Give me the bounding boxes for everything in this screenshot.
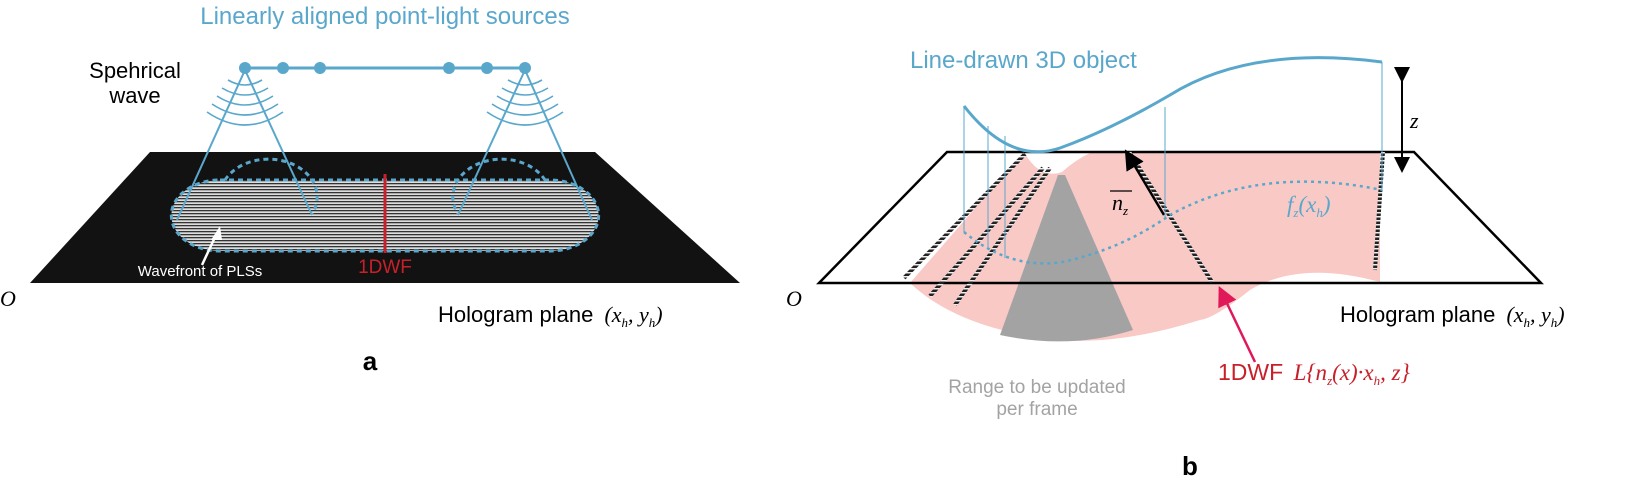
object-title: Line-drawn 3D object: [910, 47, 1137, 74]
onedwf-formula: 1DWF L{nz(x)·xh, z}: [1218, 359, 1410, 388]
nz-arrow: [1124, 149, 1166, 216]
nz-label: nz: [1112, 190, 1128, 218]
panel-b: Line-drawn 3D object z nz fz(xh) O Holog…: [786, 47, 1565, 481]
line-drawn-object: [962, 56, 1383, 154]
wavefront-dashed-outline: [169, 157, 601, 253]
panel-b-label: b: [1182, 451, 1198, 481]
update-range: [1000, 175, 1133, 342]
pls-title: Linearly aligned point-light sources: [200, 3, 570, 30]
panel-a-label: a: [363, 346, 378, 376]
wavefront-label: Wavefront of PLSs: [138, 263, 263, 280]
onedwf-label: 1DWF: [358, 257, 412, 278]
origin-label-b: O: [786, 286, 802, 311]
range-label-2: per frame: [996, 399, 1077, 420]
wavefront-arrow-head: [211, 226, 222, 240]
range-label: Range to be updated: [948, 377, 1126, 398]
origin-label: O: [0, 286, 16, 311]
panel-a: Linearly aligned point-light sources Spe…: [0, 3, 740, 376]
projection-lines: [963, 62, 1383, 258]
z-label: z: [1409, 108, 1419, 133]
spherical-wave-label: Spehrical: [89, 58, 181, 83]
hologram-plane-b: [816, 150, 1544, 285]
spherical-wave-icon: [206, 79, 564, 126]
fz-label: fz(xh): [1287, 192, 1331, 220]
onedwf-pointer-arrow: [1218, 285, 1257, 363]
hologram-plane-label-b: Hologram plane (xh, yh): [1340, 302, 1565, 330]
spherical-wave-label-2: wave: [108, 83, 160, 108]
point-light-sources: [239, 62, 531, 74]
hologram-plane-label: Hologram plane (xh, yh): [438, 302, 663, 330]
